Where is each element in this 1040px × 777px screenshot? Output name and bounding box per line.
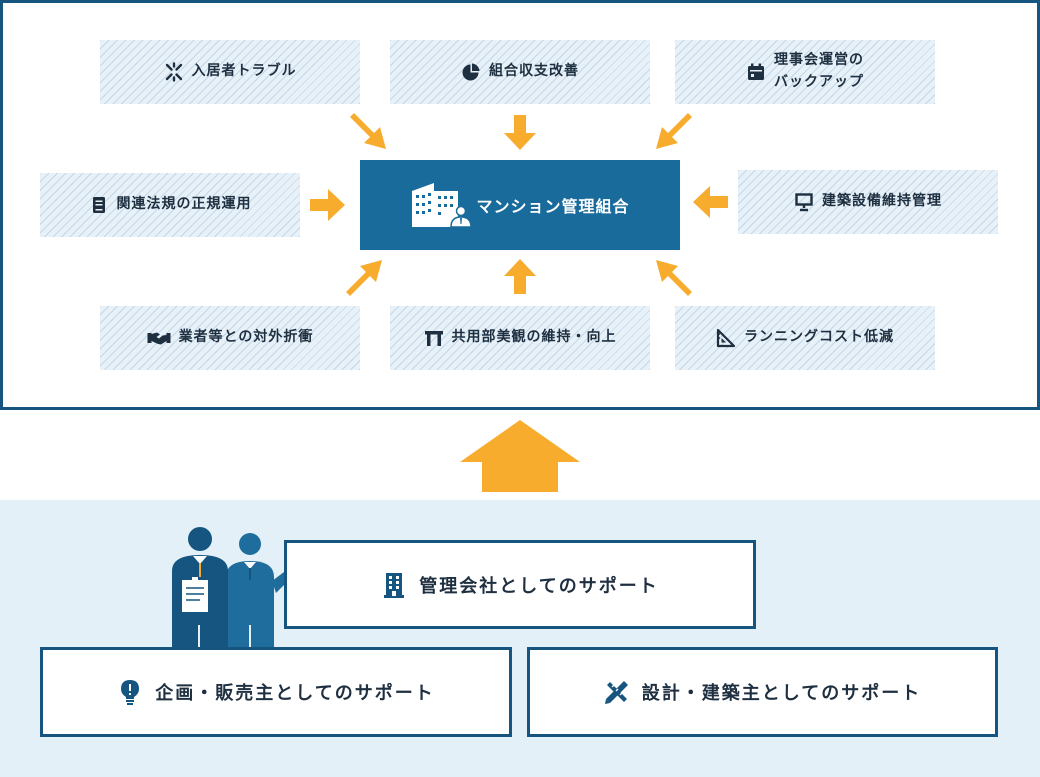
arrow-from-bottom-left: [346, 260, 382, 296]
issue-vendor-negotiation: 業者等との対外折衝: [100, 306, 360, 370]
issue-board-support: 理事会運営の バックアップ: [675, 40, 935, 104]
book-icon: [92, 197, 105, 213]
issue-label: 建築設備維持管理: [822, 193, 942, 210]
support-label: 企画・販売主としてのサポート: [155, 683, 435, 704]
issue-label-line2: バックアップ: [774, 74, 864, 90]
issue-legal-compliance: 関連法規の正規運用: [40, 173, 300, 237]
big-up-arrow: [460, 420, 580, 492]
issue-facility-maintenance: 建築設備維持管理: [738, 170, 998, 234]
burst-icon: [165, 62, 182, 82]
pie-chart-icon: [462, 63, 480, 81]
arrow-from-top-right: [656, 113, 692, 149]
lightbulb-icon: [121, 680, 140, 705]
support-planning-seller: 企画・販売主としてのサポート: [40, 647, 512, 737]
arrow-from-right: [693, 186, 728, 218]
issue-tenant-trouble: 入居者トラブル: [100, 40, 360, 104]
presentation-icon: [795, 193, 813, 212]
pencil-ruler-icon: [604, 681, 628, 704]
office-building-icon: [384, 572, 405, 598]
issue-label: 共用部美観の維持・向上: [451, 329, 617, 346]
issue-label-line1: 理事会運営の: [774, 52, 864, 69]
issue-label: 入居者トラブル: [191, 63, 297, 80]
center-management-association: マンション管理組合: [360, 160, 680, 250]
gate-icon: [424, 331, 443, 346]
issue-label: 業者等との対外折衝: [178, 329, 314, 346]
arrow-from-bottom-right: [656, 260, 692, 296]
issue-running-cost: ランニングコスト低減: [675, 306, 935, 370]
ruler-triangle-icon: [716, 328, 736, 348]
arrow-from-top-left: [350, 113, 386, 149]
issue-label: 組合収支改善: [489, 63, 579, 80]
handshake-icon: [147, 332, 171, 345]
issue-income-improvement: 組合収支改善: [390, 40, 650, 104]
center-label: マンション管理組合: [476, 197, 630, 216]
issue-label: ランニングコスト低減: [744, 329, 894, 346]
issue-label: 関連法規の正規運用: [116, 196, 252, 213]
support-management-company: 管理会社としてのサポート: [284, 540, 756, 629]
arrow-from-left: [310, 189, 345, 221]
arrow-from-top: [504, 115, 536, 150]
building-icon: [412, 183, 473, 228]
support-design-builder: 設計・建築主としてのサポート: [527, 647, 998, 737]
calendar-icon: [748, 63, 764, 80]
support-label: 管理会社としてのサポート: [419, 575, 659, 597]
business-people-illustration: [172, 527, 294, 650]
support-label: 設計・建築主としてのサポート: [641, 683, 922, 704]
issue-common-area: 共用部美観の維持・向上: [390, 306, 650, 370]
issue-label: 理事会運営の バックアップ: [774, 50, 864, 93]
arrow-from-bottom: [504, 259, 536, 294]
